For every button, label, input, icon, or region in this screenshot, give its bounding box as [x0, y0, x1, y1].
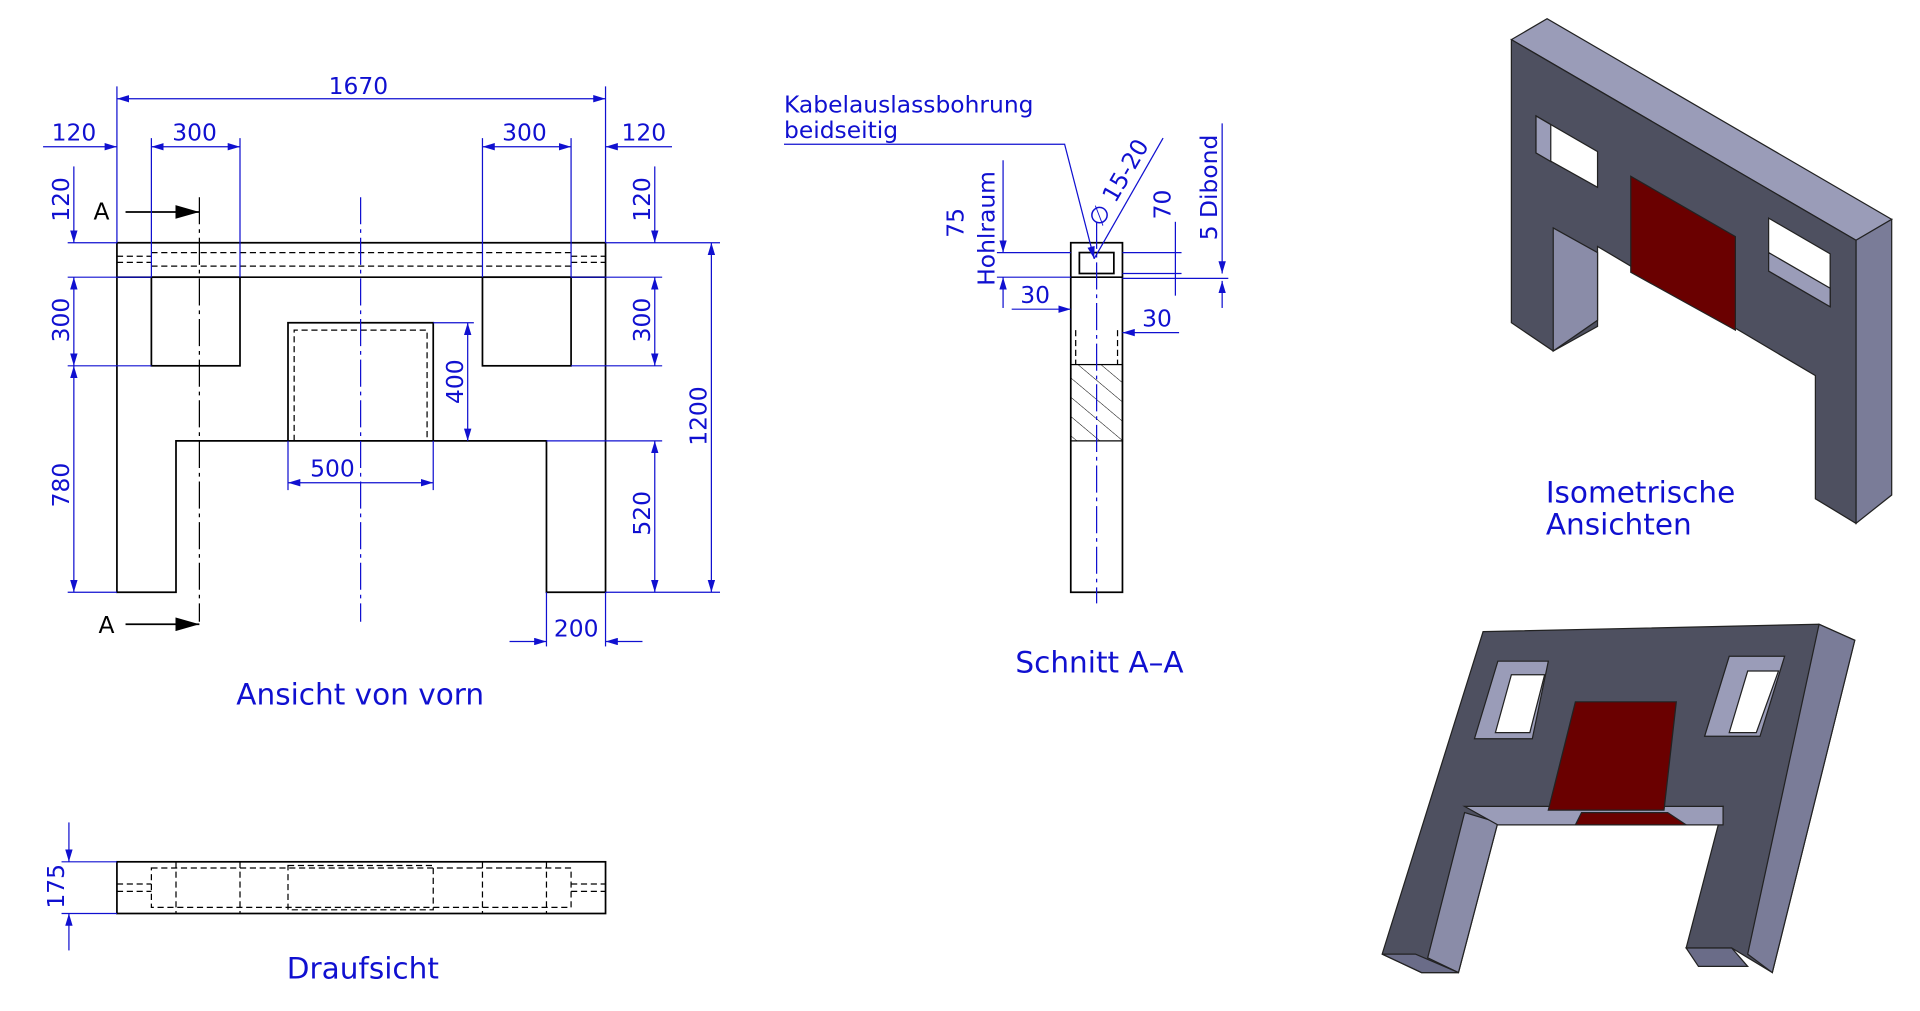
- dim-overall-height: 1200: [684, 386, 712, 446]
- dim-center-box-height: 400: [441, 359, 469, 404]
- dim-top-depth: 175: [42, 864, 70, 909]
- label-hollow: Hohlraum: [972, 171, 1000, 286]
- dim-window-height-right: 300: [628, 298, 656, 343]
- isometric-view-upper: [1510, 18, 1893, 525]
- dim-section-left: 30: [1020, 281, 1050, 309]
- dim-left-edge: 120: [52, 119, 97, 147]
- front-view-title: Ansicht von vorn: [236, 677, 484, 711]
- note-cable-hole: Kabelauslassbohrung: [784, 90, 1033, 118]
- dim-overall-width: 1670: [329, 72, 389, 100]
- note-both-sides: beidseitig: [784, 116, 898, 144]
- isometric-view-lower: [1381, 623, 1856, 974]
- dim-depth: 70: [1148, 190, 1176, 220]
- section-view: Kabelauslassbohrung beidseitig ∅ 15-20 7…: [784, 90, 1229, 679]
- top-view: 175 Draufsicht: [42, 822, 607, 986]
- dim-leg-width: 200: [554, 615, 599, 643]
- dim-center-box-width: 500: [310, 455, 355, 483]
- dim-left-window: 300: [172, 119, 217, 147]
- top-view-title: Draufsicht: [287, 952, 439, 986]
- section-view-title: Schnitt A–A: [1015, 645, 1183, 679]
- dim-dibond: 5 Dibond: [1195, 135, 1223, 241]
- dim-section-right: 30: [1142, 304, 1172, 332]
- dim-window-height-left: 300: [47, 298, 75, 343]
- dim-top-beam-right: 120: [628, 177, 656, 222]
- dim-top-beam-left: 120: [47, 177, 75, 222]
- section-marker-bottom: A: [98, 611, 114, 639]
- dim-leg-height: 520: [628, 491, 656, 536]
- iso-title-line1: Isometrische: [1546, 475, 1735, 509]
- dim-right-edge: 120: [622, 119, 667, 147]
- dim-right-window: 300: [502, 119, 547, 147]
- section-marker-top: A: [94, 197, 110, 225]
- dim-hollow: 75: [942, 208, 970, 238]
- front-view: A A 1670 120 300 300 120 120 300 780 120…: [43, 72, 720, 711]
- dim-lower-left: 780: [47, 463, 75, 508]
- iso-title-line2: Ansichten: [1546, 507, 1692, 541]
